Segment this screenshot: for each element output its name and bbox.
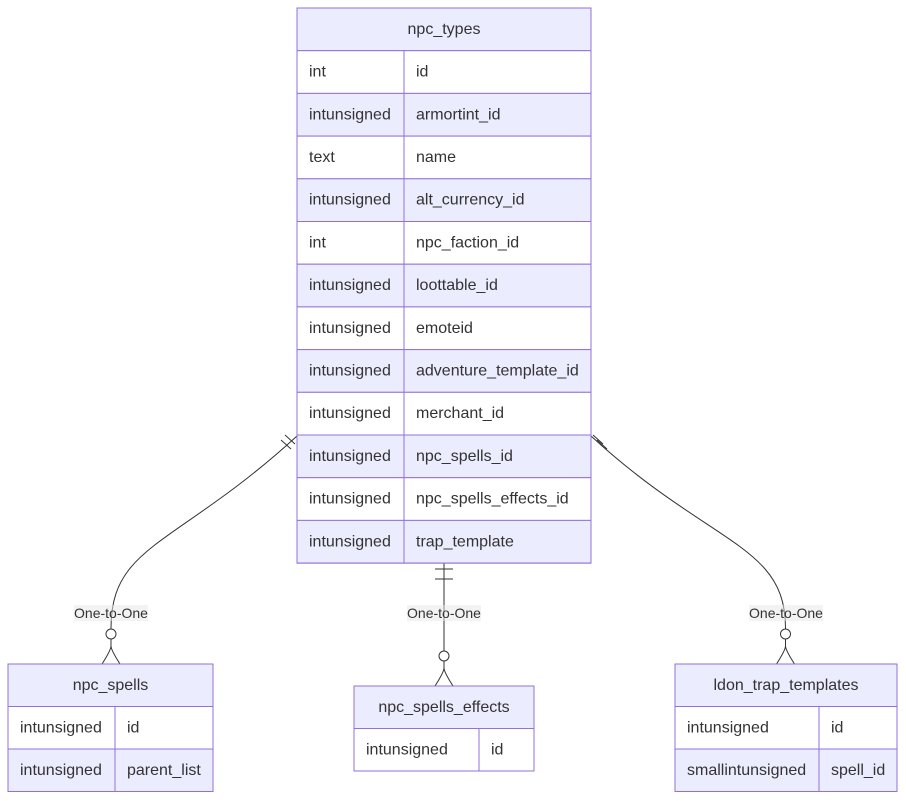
attribute-type: intunsigned: [309, 491, 391, 508]
relationship-label: One-to-One: [749, 605, 823, 621]
attribute-name: id: [127, 719, 139, 736]
attribute-row: intunsigned id: [674, 706, 898, 750]
relationship-labels: One-to-One One-to-One One-to-One: [74, 605, 823, 621]
attribute-name-cell: [403, 178, 592, 223]
attribute-type: intunsigned: [309, 405, 391, 422]
attribute-name: id: [416, 64, 428, 81]
entity-title: npc_spells: [73, 677, 149, 694]
attribute-type: intunsigned: [687, 719, 769, 736]
attribute-name: id: [831, 719, 843, 736]
attribute-type: intunsigned: [309, 192, 391, 209]
attribute-name-cell: [403, 135, 592, 180]
attribute-name: adventure_template_id: [416, 362, 579, 379]
entity-title: ldon_trap_templates: [714, 677, 859, 694]
attribute-row: intunsigned npc_spells_id: [296, 434, 592, 479]
attribute-type-cell: [674, 706, 820, 750]
attribute-row: intunsigned id: [7, 706, 214, 750]
attribute-name-cell: [478, 728, 535, 772]
attribute-type-cell: [353, 728, 480, 772]
attribute-type: int: [309, 64, 326, 81]
attribute-row: intunsigned parent_list: [7, 748, 214, 792]
entity-title: npc_types: [408, 21, 481, 38]
attribute-name-cell: [114, 748, 214, 792]
attribute-name-cell: [403, 221, 592, 265]
attribute-type: intunsigned: [309, 277, 391, 294]
attribute-type-cell: [296, 306, 405, 351]
attribute-row: intunsigned merchant_id: [296, 391, 592, 436]
attribute-name: loottable_id: [416, 277, 498, 294]
attribute-type-cell: [296, 349, 405, 393]
attribute-type: intunsigned: [309, 106, 391, 123]
attribute-name: name: [416, 149, 456, 166]
attribute-name-cell: [403, 477, 592, 521]
attribute-name: alt_currency_id: [416, 192, 525, 209]
attribute-type: intunsigned: [20, 719, 102, 736]
attribute-type: intunsigned: [20, 762, 102, 779]
attribute-row: int npc_faction_id: [296, 221, 592, 265]
attribute-row: intunsigned armortint_id: [296, 92, 592, 137]
attribute-name-cell: [403, 306, 592, 351]
relationship-label: One-to-One: [74, 605, 148, 621]
relationship-npc-types-npc-spells: [101, 434, 298, 665]
entity-title: npc_spells_effects: [378, 699, 509, 716]
attribute-row: text name: [296, 135, 592, 180]
attribute-row: int id: [296, 50, 592, 94]
attribute-type: intunsigned: [309, 533, 391, 550]
attribute-name: parent_list: [127, 762, 201, 779]
attribute-row: intunsigned trap_template: [296, 519, 592, 564]
attribute-row: intunsigned loottable_id: [296, 263, 592, 308]
relationship-npc-types-npc-spells-effects: [434, 563, 454, 687]
attribute-row: intunsigned adventure_template_id: [296, 349, 592, 393]
attribute-name: armortint_id: [416, 106, 500, 123]
attribute-name: id: [491, 741, 503, 758]
attribute-row: smallintunsigned spell_id: [674, 748, 898, 792]
attribute-name: emoteid: [416, 320, 473, 337]
entity-npc-spells-effects: npc_spells_effects intunsigned id: [353, 685, 535, 772]
entity-npc-spells: npc_spells intunsigned id intunsigned parent…: [7, 663, 214, 792]
relationship-lines: [101, 434, 795, 687]
attribute-type-cell: [296, 477, 405, 521]
relationship-label: One-to-One: [407, 605, 481, 621]
attribute-name-cell: [403, 263, 592, 308]
attribute-type-cell: [7, 706, 116, 750]
entity-header: [7, 663, 214, 707]
attribute-name-cell: [818, 706, 898, 750]
attribute-name: merchant_id: [416, 405, 504, 422]
attribute-type: text: [309, 149, 335, 166]
attribute-name-cell: [403, 92, 592, 137]
attribute-type: intunsigned: [309, 448, 391, 465]
attribute-name: npc_spells_id: [416, 448, 513, 465]
attribute-type-cell: [296, 434, 405, 479]
attribute-row: intunsigned emoteid: [296, 306, 592, 351]
relationship-npc-types-ldon-trap-templates: [590, 434, 795, 665]
attribute-type: intunsigned: [309, 320, 391, 337]
attribute-name: spell_id: [831, 762, 885, 779]
attribute-type: intunsigned: [309, 362, 391, 379]
attribute-type-cell: [296, 391, 405, 436]
attribute-type: int: [309, 234, 326, 251]
attribute-name-cell: [403, 349, 592, 393]
attribute-name-cell: [403, 50, 592, 94]
attribute-type: smallintunsigned: [687, 762, 806, 779]
attribute-type-cell: [296, 519, 405, 564]
attribute-row: intunsigned id: [353, 728, 535, 772]
attribute-name: npc_faction_id: [416, 234, 519, 251]
attribute-row: intunsigned alt_currency_id: [296, 178, 592, 223]
attribute-type-cell: [674, 748, 820, 792]
attribute-type: intunsigned: [366, 741, 448, 758]
entity-ldon-trap-templates: ldon_trap_templates intunsigned id smallint…: [674, 663, 898, 792]
attribute-name: npc_spells_effects_id: [416, 491, 569, 508]
attribute-row: intunsigned npc_spells_effects_id: [296, 477, 592, 521]
attribute-name: trap_template: [416, 533, 514, 550]
